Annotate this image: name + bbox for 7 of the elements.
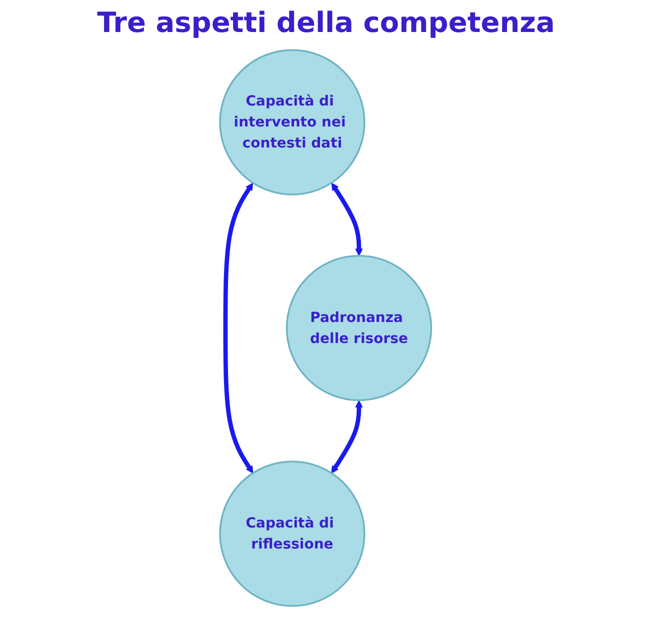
- arrow: [332, 400, 364, 474]
- diagram-title: Tre aspetti della competenza: [96, 6, 556, 39]
- node-circle: Padronanza delle risorse: [286, 254, 432, 402]
- node-circle: Capacità di intervento nei contesti dati: [220, 49, 366, 196]
- node-circle: Capacità di riflessione: [220, 460, 366, 607]
- arrow: [332, 182, 364, 256]
- arrow: [224, 182, 254, 474]
